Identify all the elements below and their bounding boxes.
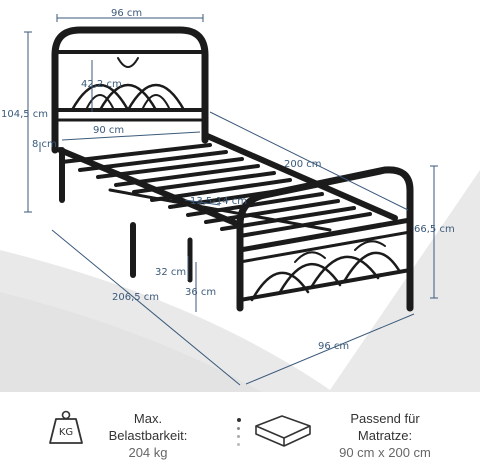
- dim-inner-length: 200 cm: [284, 159, 322, 170]
- load-line-1: Max.: [133, 411, 163, 426]
- dim-inner-width: 90 cm: [93, 125, 125, 136]
- weight-kg-icon: [49, 410, 83, 444]
- load-value: 204 kg: [128, 445, 168, 460]
- dim-total-length: 206,5 cm: [112, 292, 160, 303]
- dim-under-bed-clearance: 32 cm: [155, 267, 187, 278]
- mattress-line-2: Matratze:: [357, 428, 413, 443]
- load-capacity-text: Max. Belastbarkeit: 204 kg: [96, 410, 200, 461]
- headboard: [51, 26, 209, 154]
- divider-dots: [237, 418, 241, 446]
- dim-width-bottom: 96 cm: [318, 341, 350, 352]
- mattress-value: 90 cm x 200 cm: [339, 445, 431, 460]
- mattress-line-1: Passend für: [350, 411, 420, 426]
- mattress-icon: [255, 415, 311, 447]
- feature-footer: KG Max. Belastbarkeit: 204 kg Passend fü…: [0, 392, 480, 465]
- weight-icon-text: KG: [58, 427, 74, 438]
- dim-bottom-gap: 8 cm: [32, 139, 57, 150]
- dim-width-top: 96 cm: [111, 8, 143, 19]
- dimension-lines: [24, 14, 438, 386]
- footboard: [236, 166, 414, 312]
- dim-slat-gap: 13,5-14 cm: [190, 196, 248, 207]
- dim-leg-height: 36 cm: [185, 287, 217, 298]
- mattress-size-text: Passend für Matratze: 90 cm x 200 cm: [330, 410, 440, 461]
- load-line-2: Belastbarkeit:: [108, 428, 188, 443]
- dim-total-height: 104,5 cm: [1, 109, 49, 120]
- dim-headboard-arch: 42,2 cm: [81, 79, 122, 90]
- slats: [57, 132, 398, 283]
- dim-footboard-height: 66,5 cm: [414, 224, 455, 235]
